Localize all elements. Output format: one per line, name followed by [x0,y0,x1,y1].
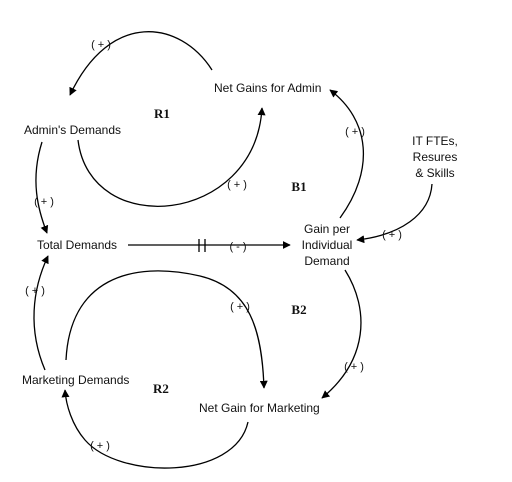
sign-gain-to-admin: ( + ) [345,126,365,138]
loop-label-b1: B1 [291,179,306,194]
variable-it-line-1: IT FTEs, [412,134,458,148]
loop-label-r1: R1 [154,106,170,121]
variable-net-gains-admin: Net Gains for Admin [214,81,321,95]
variable-admin-demands: Admin's Demands [24,123,121,137]
variable-net-gain-marketing: Net Gain for Marketing [199,401,320,415]
arrow-marketing-to-netgainmarketing [65,270,268,389]
variable-it-line-3: & Skills [415,166,454,180]
arrow-it-to-gain [356,183,433,244]
variable-total-demands: Total Demands [37,238,117,252]
sign-gain-to-netgain: ( + ) [344,361,364,373]
arrow-netgainmarketing-to-marketing [61,389,249,469]
loop-label-b2: B2 [291,302,306,317]
variable-it-line-2: Resures [413,150,458,164]
sign-netgain-to-marketing: ( + ) [90,440,110,452]
sign-admin-top: ( + ) [91,39,111,51]
variable-gain-line-2: Individual [302,238,353,252]
variable-marketing-demands: Marketing Demands [22,373,129,387]
arrow-netgainsadmin-to-admindemands-top [69,31,213,96]
variable-gain-line-1: Gain per [304,222,350,236]
loop-label-r2: R2 [153,381,169,396]
arrow-gain-to-netgainmarketing [321,269,362,399]
arrow-gain-to-netgainsadmin [329,89,365,219]
sign-admin-to-total: ( + ) [34,196,54,208]
arrow-admindemands-to-netgainsadmin-bottom [77,107,266,207]
sign-marketing-to-total: ( + ) [25,285,45,297]
variable-gain-line-3: Demand [304,254,349,268]
sign-admin-bottom: ( + ) [227,179,247,191]
arrow-admindemands-to-totaldemands [35,141,49,234]
sign-total-to-gain: ( - ) [229,241,246,253]
sign-marketing-to-netgain: ( + ) [230,301,250,313]
sign-it-to-gain: ( + ) [382,229,402,241]
arrow-marketing-to-totaldemands [33,255,49,371]
